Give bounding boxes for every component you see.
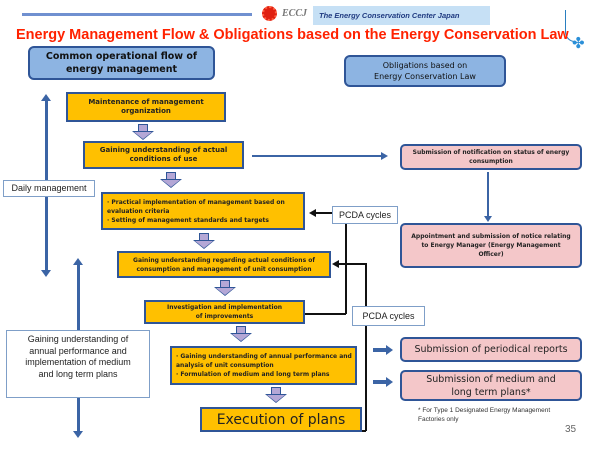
arrow-left-icon	[332, 260, 339, 268]
pcda-line	[338, 263, 366, 265]
annual-management-label: Gaining understanding of annual performa…	[6, 330, 150, 398]
obligation-text: Appointment and submission of notice rel…	[411, 233, 571, 258]
arrow-down-icon	[484, 216, 492, 222]
flow-line: · Gaining understanding of annual perfor…	[176, 353, 352, 369]
obligation-text: Submission of periodical reports	[414, 344, 568, 355]
flow-actual-conditions: Gaining understanding of actual conditio…	[83, 141, 244, 169]
flow-maintenance: Maintenance of management organization	[66, 92, 226, 122]
daily-management-label: Daily management	[3, 180, 95, 197]
org-name: The Energy Conservation Center Japan	[313, 6, 490, 25]
flow-execution: Execution of plans	[200, 407, 362, 432]
obligation-periodical-reports: Submission of periodical reports	[400, 337, 582, 362]
flow-text: Investigation and implementation of impr…	[167, 304, 282, 320]
flow-line: · Practical implementation of management…	[107, 198, 285, 215]
obligation-text: Submission of medium and long term plans…	[426, 373, 556, 398]
right-heading: Obligations based on Energy Conservation…	[344, 55, 506, 87]
pcda-line	[365, 263, 367, 431]
pcda-line	[362, 430, 366, 432]
flow-line: · Formulation of medium and long term pl…	[176, 371, 330, 378]
arrow-right-icon	[381, 152, 388, 160]
flow-text: Gaining understanding regarding actual c…	[133, 256, 315, 273]
org-abbrev: ECCJ	[282, 8, 308, 19]
flow-text: Execution of plans	[216, 411, 346, 428]
pcda-cycles-label: PCDA cycles	[352, 306, 425, 326]
flow-consumption-management: Gaining understanding regarding actual c…	[117, 251, 331, 278]
page-title: Energy Management Flow & Obligations bas…	[16, 27, 569, 43]
pcda-cycles-label: PCDA cycles	[332, 206, 398, 224]
obligation-medium-long-plans: Submission of medium and long term plans…	[400, 370, 582, 401]
clover-icon: ✤	[572, 35, 585, 52]
page-number: 35	[565, 424, 577, 435]
flow-investigation: Investigation and implementation of impr…	[144, 300, 305, 324]
flow-practical-implementation: · Practical implementation of management…	[101, 192, 305, 230]
connector-line	[252, 155, 382, 157]
obligation-energy-manager: Appointment and submission of notice rel…	[400, 223, 582, 268]
flow-text: Maintenance of management organization	[88, 98, 204, 115]
pcda-line	[315, 212, 333, 214]
left-heading: Common operational flow of energy manage…	[28, 46, 215, 80]
eccj-logo-icon	[262, 6, 277, 21]
connector-line	[487, 172, 489, 218]
flow-annual-performance: · Gaining understanding of annual perfor…	[170, 346, 357, 385]
obligation-text: Submission of notification on status of …	[412, 149, 570, 165]
arrow-left-icon	[309, 209, 316, 217]
pcda-line	[305, 313, 346, 315]
footnote: * For Type 1 Designated Energy Managemen…	[418, 407, 551, 423]
pcda-line	[345, 224, 347, 314]
flow-text: Gaining understanding of actual conditio…	[99, 146, 228, 163]
flow-line: · Setting of management standards and ta…	[107, 216, 269, 224]
header-rule	[22, 13, 252, 16]
obligation-notification: Submission of notification on status of …	[400, 144, 582, 170]
